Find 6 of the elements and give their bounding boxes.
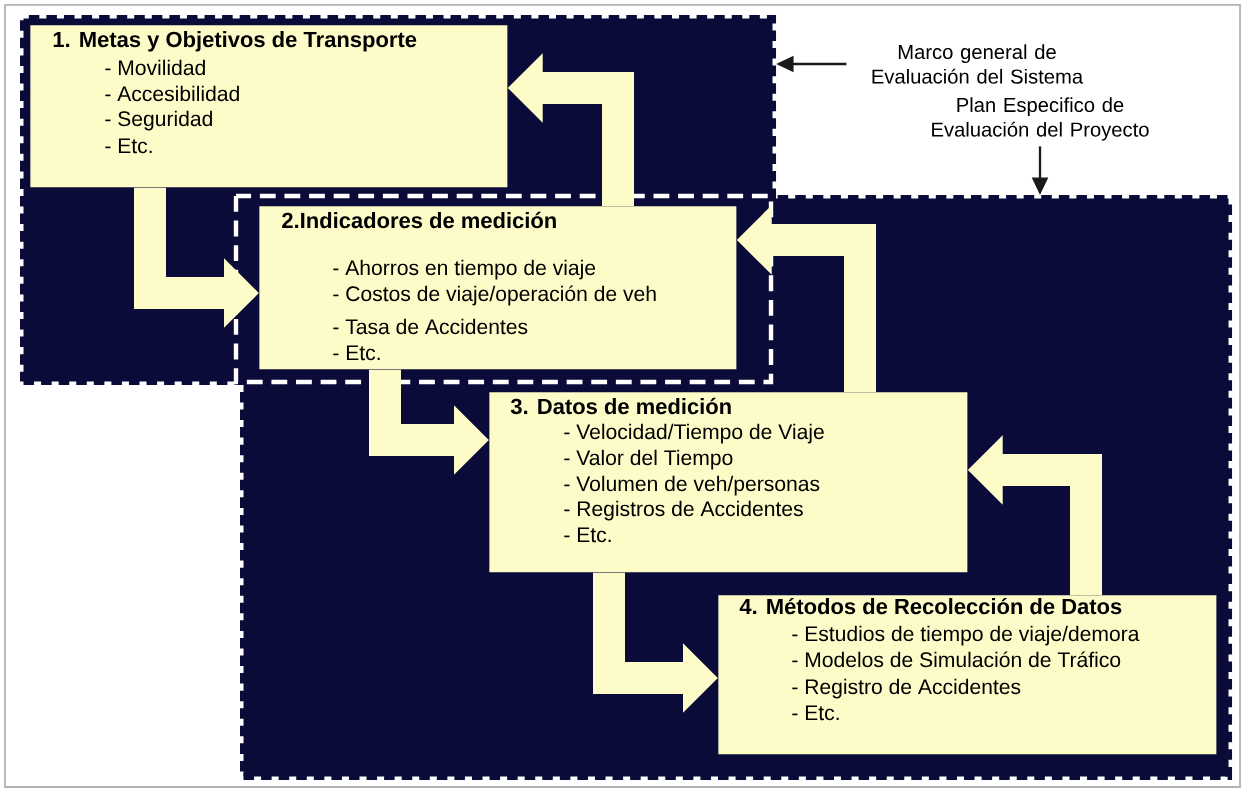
text-box: 3. Datos de medición - Velocidad/Tiempo de Viaje - Valor del Tiempo - Volumen de veh/personas - Registros de Accidentes - Etc.: [489, 392, 968, 573]
text-box: 2.Indicadores de medición - Ahorros en tiempo de viaje - Costos de viaje/operación de veh - Tasa de Accidentes - Etc.: [259, 206, 737, 370]
text-box: 4. Métodos de Recolección de Datos - Estudios de tiempo de viaje/demora - Modelos de Simulación de Tráfico - Registro de Accidentes - Etc.: [718, 595, 1217, 755]
text-box: 1. Metas y Objetivos de Transporte - Movilidad - Accesibilidad - Seguridad - Etc.: [30, 25, 508, 188]
annotation-label: Marco general de Evaluación del Sistema: [872, 44, 1084, 84]
annotation-label: Plan Especifico de Evaluación del Proyecto: [932, 97, 1149, 141]
